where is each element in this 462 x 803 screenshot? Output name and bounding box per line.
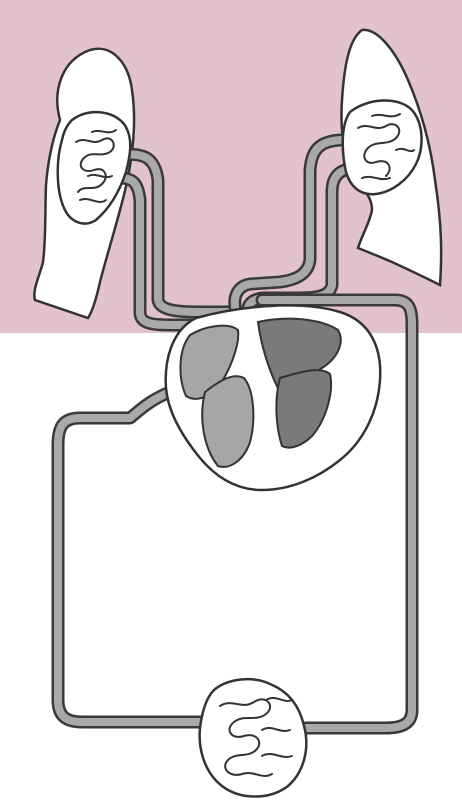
vessel-5 (58, 392, 205, 722)
vessel-edge-5 (58, 392, 205, 722)
heart (166, 305, 381, 490)
heart-right-ventricle (202, 376, 253, 467)
systemic-capillary-bed (200, 679, 307, 796)
